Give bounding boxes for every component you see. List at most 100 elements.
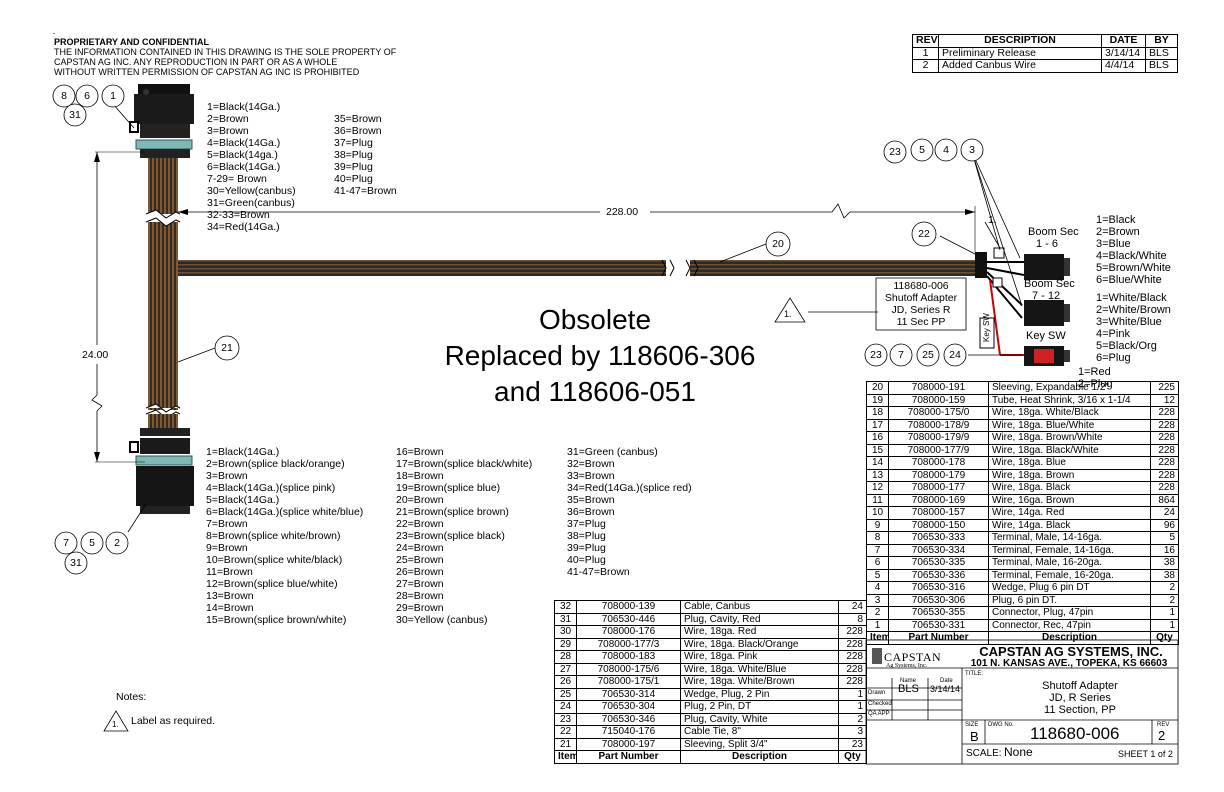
adapter-label-box (875, 277, 967, 331)
bom-cell: Terminal, Male, 16-20ga. (988, 556, 1151, 570)
bom-cell: Plug, Cavity, White (680, 712, 839, 726)
bom-cell: Wire, 18ga. White/Blue (680, 662, 839, 676)
bom-cell: 38 (1150, 568, 1179, 582)
bom-cell: 5 (1150, 531, 1179, 545)
bom-cell: 16 (866, 431, 889, 445)
bom-cell: 21 (554, 737, 577, 751)
balloon-number: 21 (221, 342, 233, 354)
bom-cell: 708000-177/3 (576, 637, 681, 651)
bom-cell: 708000-191 (888, 381, 989, 395)
bom-cell: Wire, 16ga. Brown (988, 493, 1151, 507)
balloon-number: 7 (63, 537, 69, 549)
bom-cell: 708000-178/9 (888, 418, 989, 432)
bom-cell: 228 (838, 625, 867, 639)
obsolete-title: Obsolete (538, 304, 652, 335)
bom-cell: 20 (866, 381, 889, 395)
scale-value: None (1004, 745, 1033, 759)
bom-cell: 24 (1150, 506, 1179, 520)
bom-cell: 1 (1150, 606, 1179, 620)
bom-cell: 228 (1150, 456, 1179, 470)
bom-cell: Cable, Canbus (680, 600, 839, 614)
bom-cell: 12 (866, 481, 889, 495)
flag-triangle (774, 297, 806, 323)
bom-cell: 708000-175/0 (888, 406, 989, 420)
bom-cell: Wire, 18ga. Black/Orange (680, 637, 839, 651)
bom-cell: 706530-346 (576, 712, 681, 726)
bom-cell: 8 (866, 531, 889, 545)
bom-cell: 3 (866, 593, 889, 607)
bom-cell: 1 (838, 700, 867, 714)
bom-cell: 29 (554, 637, 577, 651)
bom-cell: 28 (554, 650, 577, 664)
balloon-number: 1 (110, 90, 116, 102)
checked-label: Checked (868, 701, 892, 707)
bom-cell: 14 (866, 456, 889, 470)
dimension-length-text: 228.00 (604, 206, 641, 218)
bom-cell: Wire, 18ga. Pink (680, 650, 839, 664)
bom-cell: 708000-176 (576, 625, 681, 639)
horizontal-harness (178, 259, 978, 277)
confidential-heading: PROPRIETARY AND CONFIDENTIAL (54, 37, 210, 47)
bom-cell: Plug, 6 pin DT. (988, 593, 1151, 607)
bom-cell: 706530-306 (888, 593, 989, 607)
bom-cell: 706530-335 (888, 556, 989, 570)
balloon-number: 23 (870, 349, 882, 361)
boom-sec-2-range: 7 - 12 (1032, 290, 1061, 302)
bom-cell: 708000-175/6 (576, 662, 681, 676)
bom-cell: 6 (866, 556, 889, 570)
balloon-number: 8 (61, 90, 67, 102)
bom-cell: 708000-179 (888, 468, 989, 482)
key-sw-vertical-label: Key SW (982, 313, 991, 342)
title-block-frame (865, 639, 1179, 765)
balloon-number: 31 (70, 557, 82, 569)
bom-cell: 3 (838, 725, 867, 739)
bom-cell: Wedge, Plug 6 pin DT (988, 581, 1151, 595)
bom-cell: 2 (1150, 593, 1179, 607)
bom-cell: 228 (838, 637, 867, 651)
confidential-block: PROPRIETARY AND CONFIDENTIAL THE INFORMA… (54, 37, 396, 77)
balloon-number: 2 (114, 537, 120, 549)
bom-cell: Terminal, Male, 14-16ga. (988, 531, 1151, 545)
title-label: TITLE: (965, 671, 984, 677)
bom-cell: 228 (838, 675, 867, 689)
date-header: Date (940, 678, 953, 684)
drawn-name: BLS (898, 683, 919, 695)
flag-label: 1. (988, 214, 997, 226)
bom-cell: 706530-334 (888, 543, 989, 557)
bom-cell: 715040-176 (576, 725, 681, 739)
scale-label: SCALE: (966, 748, 1002, 759)
balloon-number: 6 (84, 90, 90, 102)
bom-cell: Wire, 18ga. White/Black (988, 406, 1151, 420)
dimension-height (91, 151, 145, 463)
bom-cell: 706530-304 (576, 700, 681, 714)
balloon-number: 24 (949, 349, 961, 361)
bom-cell: 23 (554, 712, 577, 726)
dimension-height-text: 24.00 (82, 349, 109, 361)
bom-cell: 1 (838, 687, 867, 701)
bom-cell: 17 (866, 418, 889, 432)
bom-cell: 13 (866, 468, 889, 482)
bom-cell: 708000-169 (888, 493, 989, 507)
bom-cell: 2 (866, 606, 889, 620)
bom-cell: 1 (866, 618, 889, 632)
bom-cell: Wire, 18ga. Brown (988, 468, 1151, 482)
